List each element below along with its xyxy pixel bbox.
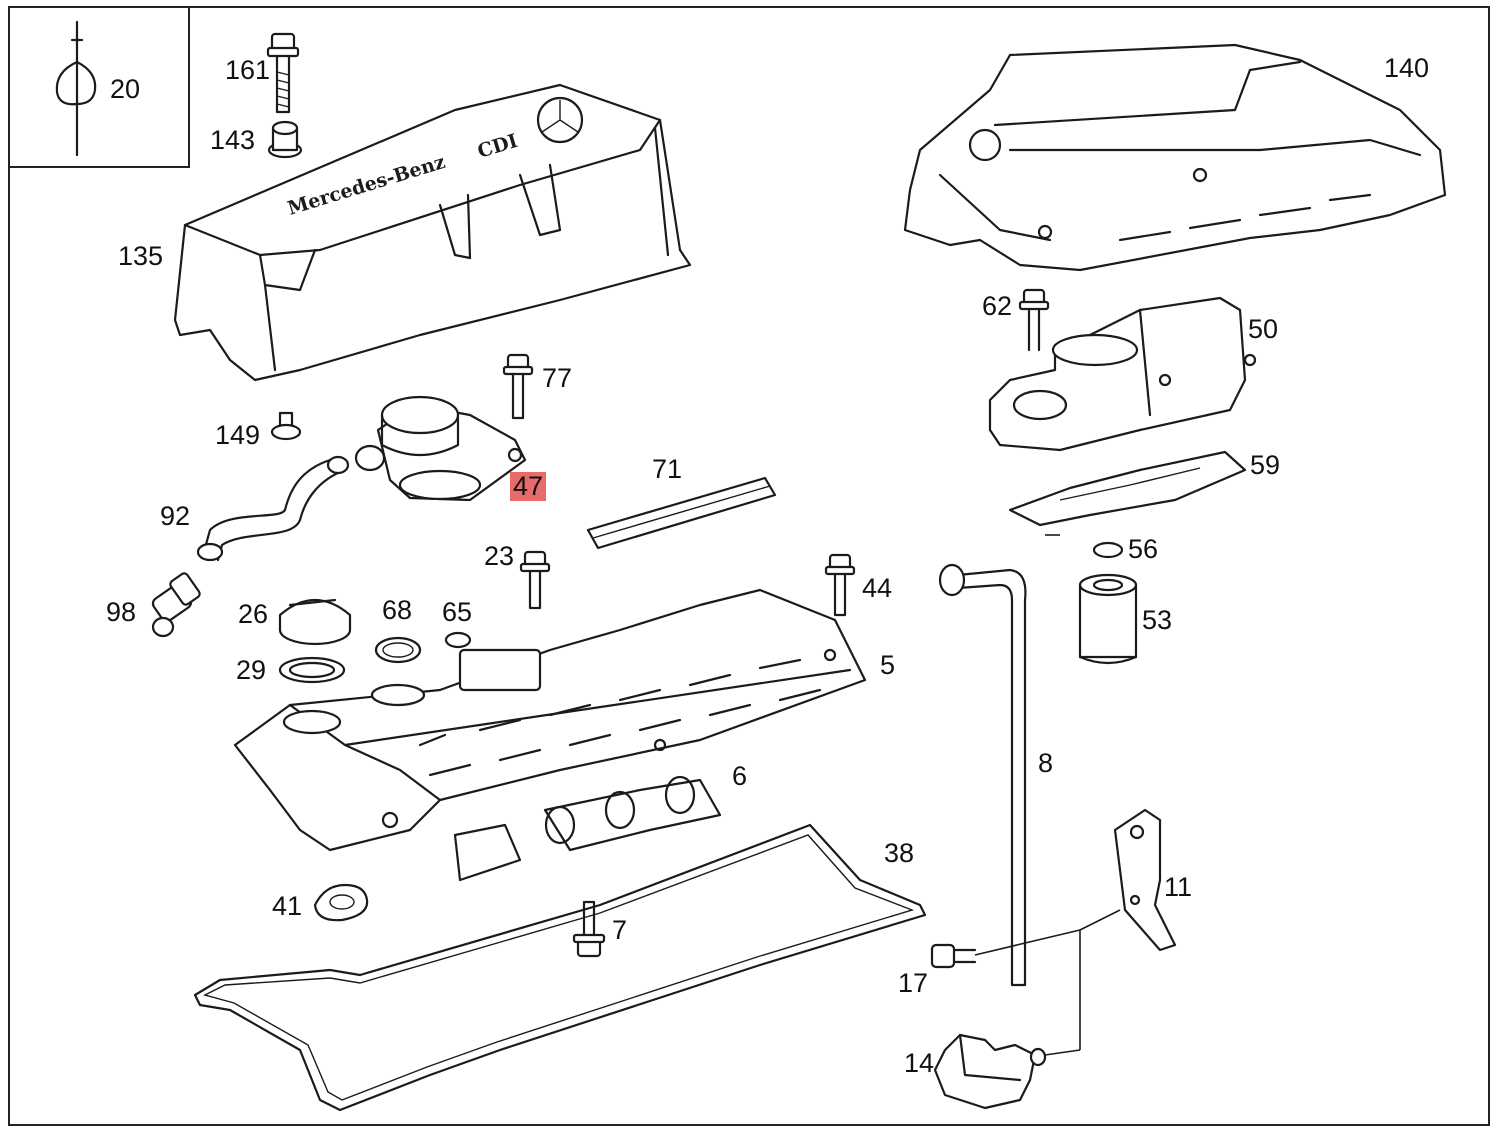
part-50-separator <box>988 296 1257 452</box>
callout-47-highlighted: 47 <box>510 472 547 501</box>
part-149-stud <box>270 411 302 441</box>
callout-41: 41 <box>272 891 303 921</box>
callout-98: 98 <box>106 597 137 627</box>
callout-161: 161 <box>225 55 271 85</box>
part-47-pressure-regulator <box>354 395 527 502</box>
callout-29: 29 <box>236 655 267 685</box>
callout-135: 135 <box>118 241 164 271</box>
part-62-bolt <box>1018 288 1050 352</box>
callout-14: 14 <box>904 1048 935 1078</box>
part-56-oring <box>1092 541 1124 559</box>
part-29-seal <box>278 656 346 684</box>
callout-149: 149 <box>215 420 261 450</box>
leader-lines <box>974 534 1121 1056</box>
part-161-bolt <box>266 32 300 114</box>
part-11-bracket <box>1113 808 1177 952</box>
part-140-intake-cover <box>903 43 1447 272</box>
part-68-seal <box>374 636 422 664</box>
callout-143: 143 <box>210 125 256 155</box>
part-143-grommet <box>267 120 303 159</box>
part-20-clip <box>55 20 97 157</box>
part-6-bearing-set <box>453 775 722 882</box>
part-5-head-cover <box>233 588 867 852</box>
part-7-bolt <box>572 900 606 958</box>
callout-71: 71 <box>652 454 683 484</box>
part-14-clamp <box>933 1033 1047 1110</box>
callout-65: 65 <box>442 597 473 627</box>
part-65-ring <box>444 631 472 649</box>
callout-11: 11 <box>1164 872 1193 902</box>
inset-box-part-20 <box>8 6 190 168</box>
part-71-strip <box>586 476 777 550</box>
callout-23: 23 <box>484 541 515 571</box>
callout-62: 62 <box>982 291 1013 321</box>
part-17-bolt <box>930 943 977 969</box>
callout-53: 53 <box>1142 605 1173 635</box>
callout-92: 92 <box>160 501 191 531</box>
part-92-hose <box>196 455 350 562</box>
callout-68: 68 <box>382 595 413 625</box>
callout-77: 77 <box>542 363 573 393</box>
part-8-tube <box>938 563 1027 987</box>
callout-38: 38 <box>884 838 915 868</box>
part-41-seal <box>313 883 369 922</box>
part-98-connector <box>151 572 201 638</box>
callout-59: 59 <box>1250 450 1281 480</box>
callout-56: 56 <box>1128 534 1159 564</box>
callout-5: 5 <box>880 650 896 680</box>
callout-44: 44 <box>862 573 893 603</box>
part-26-oil-cap <box>278 598 352 646</box>
callout-6: 6 <box>732 761 748 791</box>
callout-8: 8 <box>1038 748 1054 778</box>
callout-7: 7 <box>612 915 628 945</box>
part-44-bolt <box>824 553 856 617</box>
part-135-engine-cover: Mercedes-Benz CDI <box>173 83 692 382</box>
callout-20: 20 <box>110 74 141 104</box>
part-23-bolt <box>519 550 551 610</box>
part-77-bolt <box>502 353 534 420</box>
part-59-gasket <box>1008 450 1247 527</box>
part-38-gasket <box>193 823 927 1112</box>
callout-17: 17 <box>898 968 929 998</box>
part-53-sleeve <box>1078 573 1138 665</box>
callout-50: 50 <box>1248 314 1279 344</box>
callout-140: 140 <box>1384 53 1430 83</box>
callout-26: 26 <box>238 599 269 629</box>
